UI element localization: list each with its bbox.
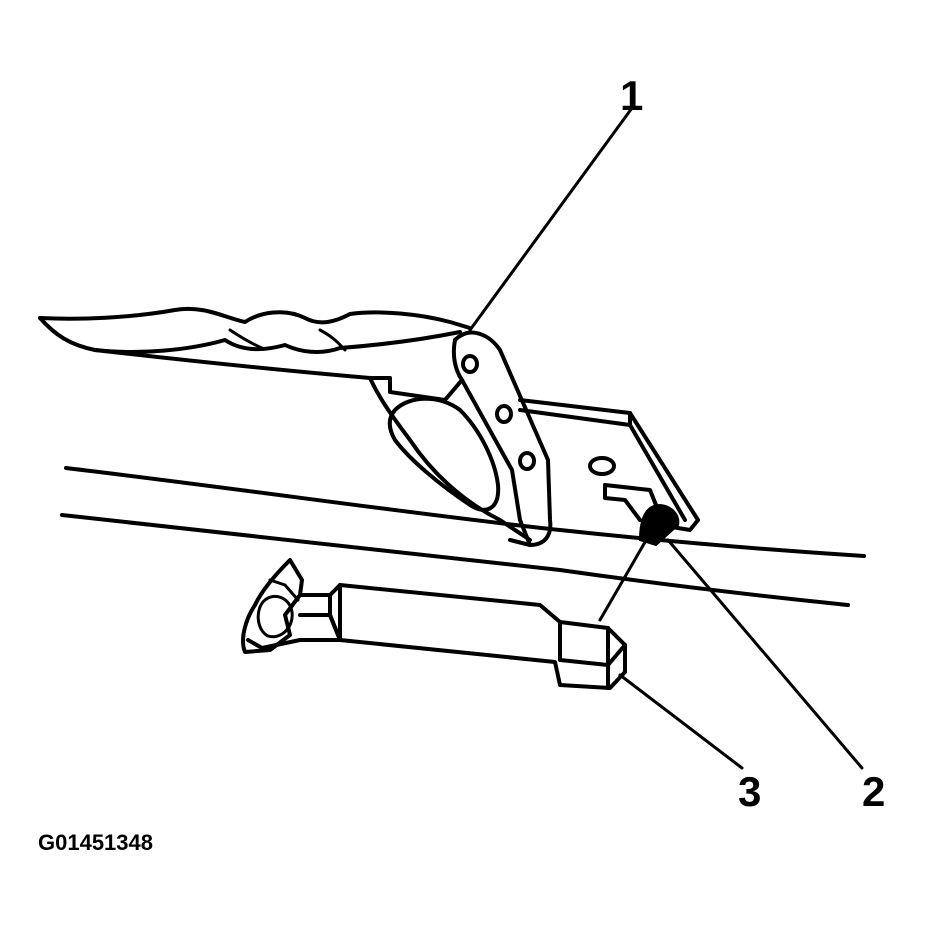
leader-lines	[468, 106, 864, 770]
part-1-arm-bracket	[38, 306, 700, 547]
leader-3	[618, 673, 744, 770]
callout-label-3: 3	[738, 768, 761, 815]
leader-1	[468, 106, 634, 332]
part-3-retainer-bar	[241, 558, 627, 690]
leader-2	[666, 538, 864, 770]
leader-2b	[598, 528, 654, 622]
callout-label-2: 2	[862, 768, 885, 815]
figure-id: G01451348	[38, 830, 153, 855]
callout-label-1: 1	[620, 72, 643, 119]
panel-lines	[60, 466, 866, 607]
